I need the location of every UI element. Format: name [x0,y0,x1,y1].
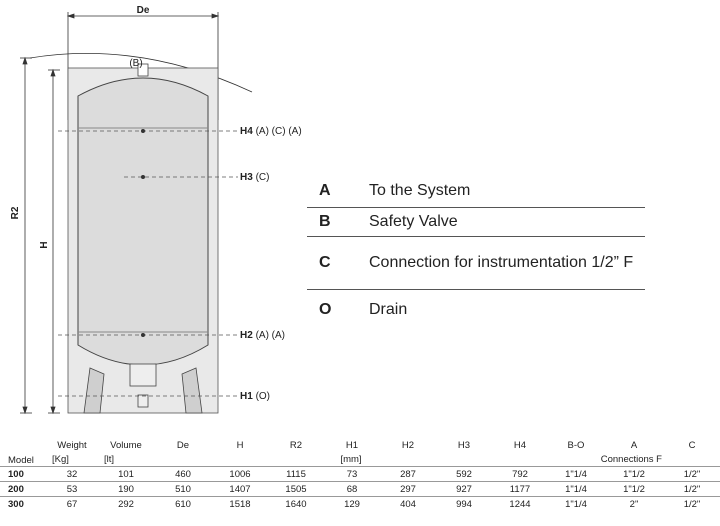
legend-key: O [319,301,332,318]
h-label: H [39,241,50,248]
legend-item-o: O Drain [307,290,645,330]
header-h: H [236,439,244,451]
legend-text: Drain [369,301,408,318]
connection-points [141,129,145,337]
de-label: De [137,5,150,16]
r2-dimension [20,56,32,415]
header-weight: Weight [57,439,87,451]
legend-key: B [319,213,331,230]
table-header-row: Model Weight Volume De H R2 H1 H2 H3 H4 … [0,438,720,467]
spec-table: Model Weight Volume De H R2 H1 H2 H3 H4 … [0,438,720,511]
legend-text: To the System [369,182,471,199]
header-b-o: B-O [567,439,585,451]
legend-key: A [319,182,331,199]
unit-weight: [Kg] [46,452,98,467]
header-de: De [176,439,190,451]
top-valve-fitting [137,63,149,77]
header-h4: H4 [513,439,527,451]
connection-lines [58,130,238,397]
tank-body [77,77,209,366]
header-h3: H3 [457,439,471,451]
h-dimension [48,68,60,415]
r2-label: R2 [10,206,21,219]
table-row: 300 67 292 610 1518 1640 129 404 994 124… [0,496,720,511]
header-volume: Volume [110,439,142,451]
legend-item-b: B Safety Valve [307,208,645,237]
legend-key: C [319,254,331,271]
legend-item-a: A To the System [307,175,645,208]
connection-h4: H4 (A) (C) (A) [240,126,302,137]
connection-h3: H3 (C) [240,172,269,183]
connection-h1: H1 (O) [240,391,270,402]
legend-item-c: C Connection for instrumentation 1/2” F [307,237,645,290]
tank-diagram: De R2 H (B) [10,5,302,415]
r2-arc [29,52,253,93]
table-row: 100 32 101 460 1006 1115 73 287 592 792 … [0,466,720,482]
connection-h2: H2 (A) (A) [240,330,285,341]
header-model: Model [8,455,34,466]
header-a: A [630,439,638,451]
header-h1: H1 [345,439,359,451]
table-unit-row: [Kg] [lt] [mm] Connections F [0,452,720,467]
header-c: C [688,439,696,451]
legend-text: Safety Valve [369,213,458,230]
connection-legend: A To the System B Safety Valve C Connect… [307,175,645,330]
unit-connections: Connections F [548,452,720,467]
table-row: 200 53 190 510 1407 1505 68 297 927 1177… [0,481,720,497]
legend-text: Connection for instrumentation 1/2” F [369,254,634,271]
tank-feet [83,363,203,414]
unit-volume: [lt] [98,452,154,467]
unit-mm: [mm] [154,452,548,467]
header-h2: H2 [401,439,415,451]
header-r2: R2 [289,439,303,451]
b-label: (B) [129,58,142,69]
